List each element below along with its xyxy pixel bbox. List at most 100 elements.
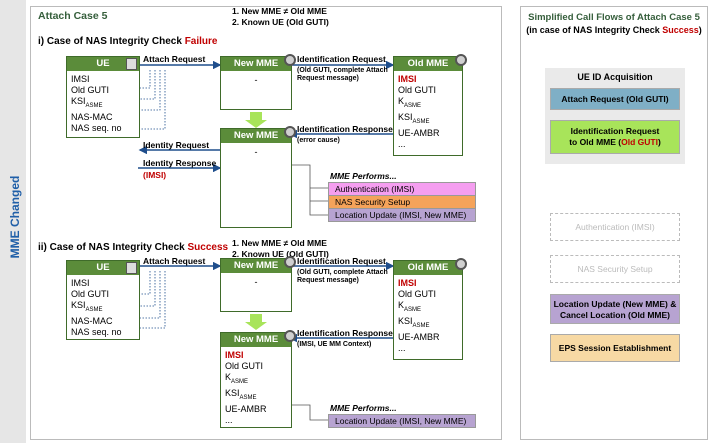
security-bar-1: NAS Security Setup xyxy=(328,195,476,209)
old1-row-ksi: KSIASME xyxy=(394,112,462,128)
new-mme-header-1b: New MME xyxy=(221,129,291,143)
attach-request-label-1: Attach Request xyxy=(143,54,206,64)
old-mme-header-2: Old MME xyxy=(394,261,462,275)
old2-row-more: ... xyxy=(398,342,406,353)
old1-row-ambr: UE-AMBR xyxy=(398,127,440,138)
ue2-row-imsi: IMSI xyxy=(71,278,90,288)
identity-request-label: Identity Request xyxy=(143,140,210,150)
section2-prefix: ii) Case of NAS Integrity Check xyxy=(38,242,188,253)
right-subtitle-suffix: ) xyxy=(698,25,702,35)
old2-row-k: KASME xyxy=(394,300,462,316)
new-mme-box-2: New MME - xyxy=(220,258,292,312)
side-strip: MME Changed xyxy=(0,0,26,443)
identity-response-imsi: (IMSI) xyxy=(143,170,167,180)
old2-row-ksi: KSIASME xyxy=(394,316,462,332)
id-response-label-2: Identification Response xyxy=(297,328,393,338)
section1-emph: Failure xyxy=(184,36,218,47)
condition1-a: 1. New MME ≠ Old MME xyxy=(232,6,327,16)
ue2-ksi-label: KSI xyxy=(71,300,86,310)
old2-k-sub: ASME xyxy=(404,306,422,313)
mme-performs-2: MME Performs... xyxy=(330,403,397,413)
ue1-row-imsi: IMSI xyxy=(71,74,90,84)
new-mme-dash-2: - xyxy=(254,277,258,287)
location-bar-1: Location Update (IMSI, New MME) xyxy=(328,208,476,222)
old2-row-ambr: UE-AMBR xyxy=(398,331,440,342)
old2-ksi-sub: ASME xyxy=(412,322,430,329)
ue2-row-nasmac: NAS-MAC xyxy=(71,315,113,326)
flow-step-location: Location Update (New MME) & Cancel Locat… xyxy=(550,294,680,324)
flow-step-security: NAS Security Setup xyxy=(550,255,680,283)
section1-heading: i) Case of NAS Integrity Check Failure xyxy=(38,36,218,47)
old1-row-more: ... xyxy=(398,138,406,149)
identity-response-label: Identity Response xyxy=(143,158,217,168)
new2-k-label: K xyxy=(225,372,232,382)
new-mme-dash-1b: - xyxy=(254,147,258,157)
old1-k-label: K xyxy=(398,96,405,106)
new-mme-box-2b: New MME IMSI Old GUTI KASME KSI ASME UE-A… xyxy=(220,332,292,428)
ue1-row-seq: NAS seq. no xyxy=(71,122,122,133)
new2-row-more: ... xyxy=(225,414,233,425)
section2-heading: ii) Case of NAS Integrity Check Success xyxy=(38,242,228,253)
id-response-note-2: (IMSI, UE MM Context) xyxy=(297,341,372,348)
old1-ksi-sub: ASME xyxy=(412,118,430,125)
right-title: Simplified Call Flows of Attach Case 5 xyxy=(528,12,700,23)
old1-ksi-label: KSI xyxy=(398,111,413,122)
ue2-row-guti: Old GUTI xyxy=(71,289,110,299)
right-subtitle: (in case of NAS Integrity Check Success) xyxy=(524,25,704,35)
new-mme-dash-1: - xyxy=(254,75,258,85)
new2-row-k: KASME xyxy=(221,372,291,388)
ue1-ksi-sub: ASME xyxy=(85,102,103,109)
old2-k-label: K xyxy=(398,300,405,310)
id-request-note-2: (Old GUTI, complete Attach Request messa… xyxy=(297,269,388,284)
new-mme-header-1: New MME xyxy=(221,57,291,71)
flow-step-id-emph: Old GUTI xyxy=(621,137,658,147)
gear-icon xyxy=(284,330,296,342)
id-response-label-1: Identification Response xyxy=(297,124,393,134)
gear-icon xyxy=(284,256,296,268)
flow-step-id-line1: Identification Request xyxy=(570,126,660,136)
gear-icon xyxy=(455,54,467,66)
flow-step-identification: Identification Request to Old MME (Old G… xyxy=(550,120,680,154)
ue1-row-guti: Old GUTI xyxy=(71,85,110,95)
new2-k-sub: ASME xyxy=(231,378,249,385)
sim-icon-1 xyxy=(126,58,137,70)
old2-row-imsi: IMSI xyxy=(398,278,417,288)
condition1-b: 2. Known UE (Old GUTI) xyxy=(232,17,329,27)
condition2-b: 2. Known UE (Old GUTI) xyxy=(232,249,329,259)
old-mme-box-2: Old MME IMSI Old GUTI KASME KSIASME UE-A… xyxy=(393,260,463,360)
new2-row-imsi: IMSI xyxy=(225,350,244,360)
new-mme-header-2b: New MME xyxy=(221,333,291,347)
id-request-note-1: (Old GUTI, complete Attach Request messa… xyxy=(297,67,388,82)
old2-row-guti: Old GUTI xyxy=(398,289,437,299)
id-request-label-2: Identification Request xyxy=(297,256,386,266)
ue1-row-nasmac: NAS-MAC xyxy=(71,111,113,122)
ue1-ksi-label: KSI xyxy=(71,96,86,106)
old1-k-sub: ASME xyxy=(404,102,422,109)
attach-request-label-2: Attach Request xyxy=(143,256,206,266)
old2-ksi-label: KSI xyxy=(398,315,413,326)
left-title: Attach Case 5 xyxy=(38,10,108,22)
old1-row-k: KASME xyxy=(394,96,462,112)
flow-step-id-line2: to Old MME (Old GUTI) xyxy=(551,137,679,148)
mme-performs-1: MME Performs... xyxy=(330,171,397,181)
new2-row-guti: Old GUTI xyxy=(225,361,264,371)
gear-icon xyxy=(284,54,296,66)
id-request-label-1: Identification Request xyxy=(297,54,386,64)
right-subtitle-emph: Success xyxy=(662,25,699,35)
ue1-row-ksi: KSIASME xyxy=(67,96,139,112)
flow-step-eps: EPS Session Establishment xyxy=(550,334,680,362)
ue-header-1: UE xyxy=(67,57,139,71)
old-mme-header-1: Old MME xyxy=(394,57,462,71)
flow-step-auth: Authentication (IMSI) xyxy=(550,213,680,241)
location-bar-2: Location Update (IMSI, New MME) xyxy=(328,414,476,428)
ue2-row-ksi: KSIASME xyxy=(67,300,139,316)
new2-ksi-label: KSI xyxy=(225,387,240,398)
section2-emph: Success xyxy=(187,242,229,253)
new2-row-ambr: UE-AMBR xyxy=(225,403,267,414)
transition-arrow-1 xyxy=(245,112,267,128)
new-mme-header-2: New MME xyxy=(221,259,291,273)
auth-bar-1: Authentication (IMSI) xyxy=(328,182,476,196)
ue2-ksi-sub: ASME xyxy=(85,306,103,313)
condition2-a: 1. New MME ≠ Old MME xyxy=(232,238,327,248)
id-response-note-1: (error cause) xyxy=(297,137,340,144)
